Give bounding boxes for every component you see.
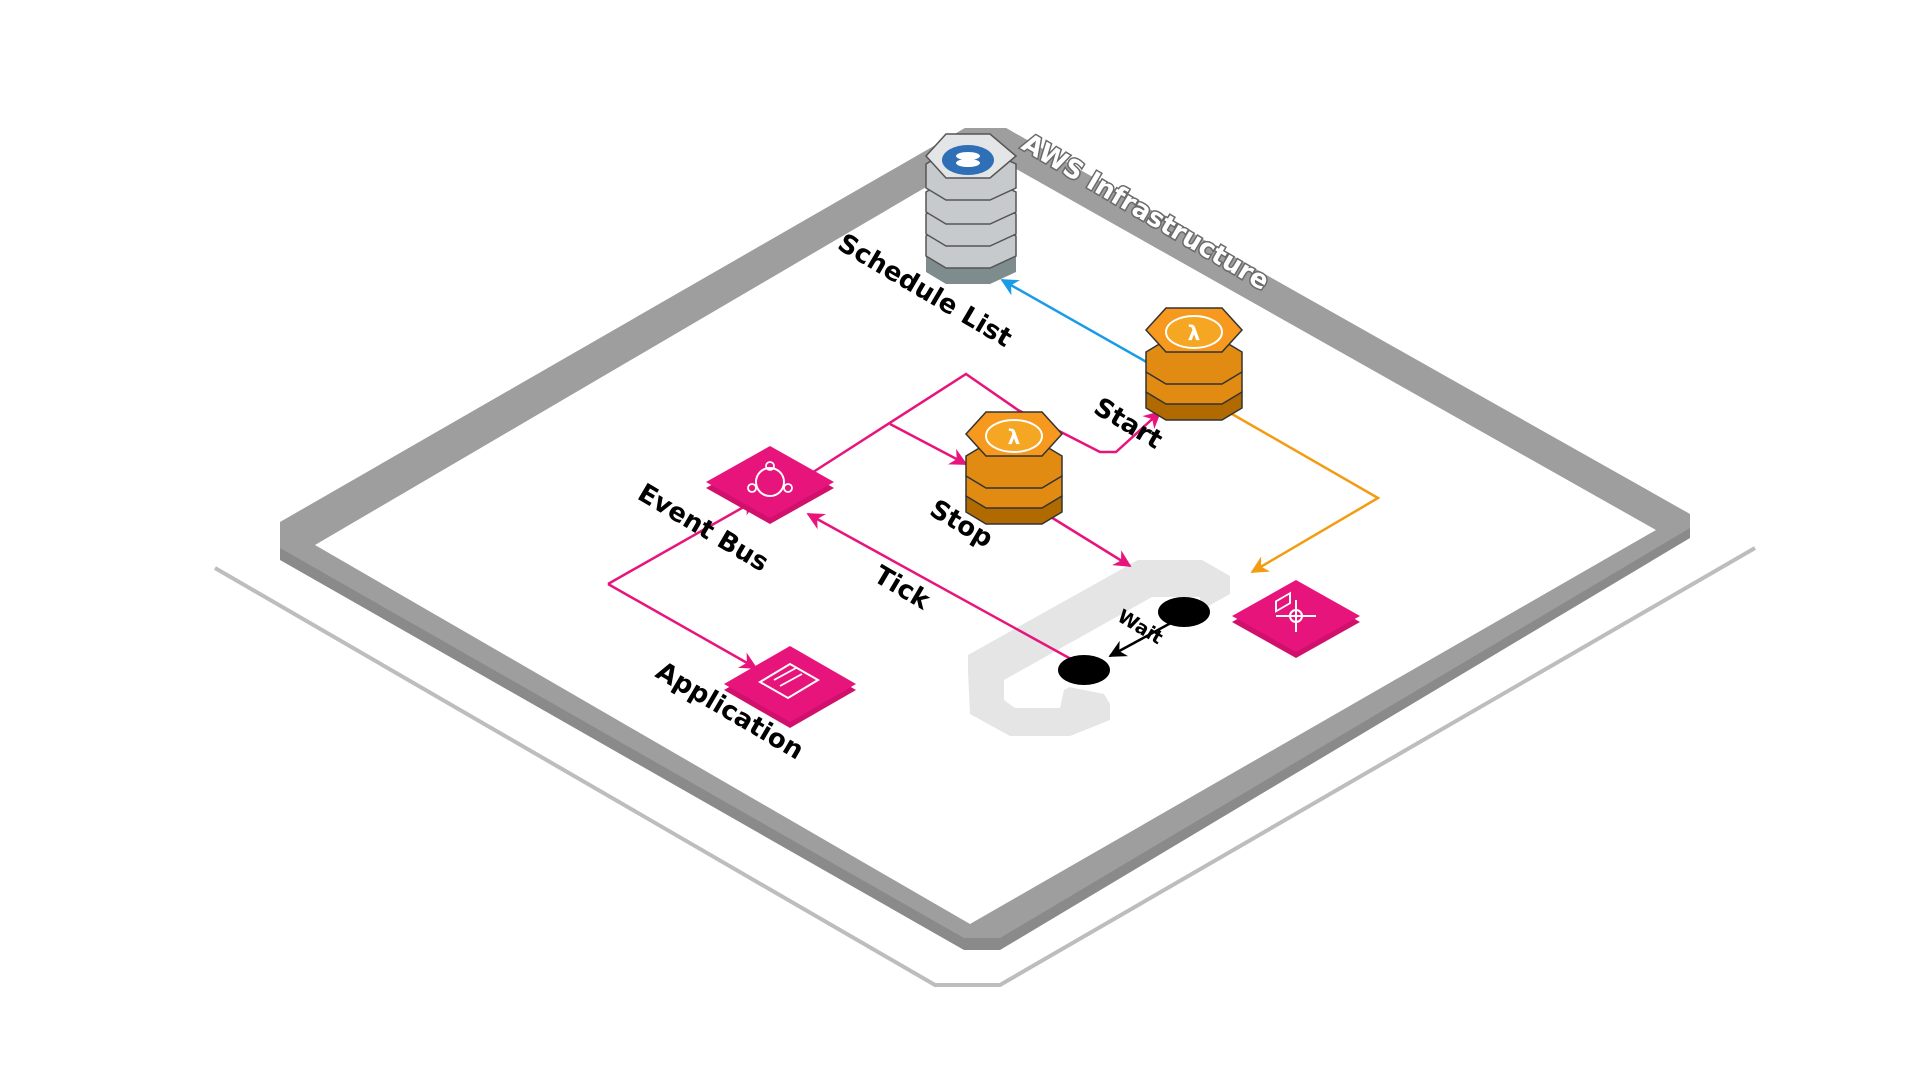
lambda-icon: λ: [1144, 307, 1244, 421]
event-bus-node[interactable]: [706, 446, 834, 524]
svg-text:λ: λ: [1008, 425, 1021, 449]
lambda-icon: λ: [964, 411, 1064, 525]
edge-start-to-schedule-list: [1000, 278, 1151, 366]
edge-tick-to-eventbus: [806, 512, 1081, 666]
app-icon: [724, 646, 856, 728]
state-dot-start: [1158, 597, 1210, 627]
svg-text:λ: λ: [1188, 321, 1201, 345]
stop-lambda-node[interactable]: λ: [964, 411, 1064, 525]
edge-eventbus-to-stop: [889, 422, 968, 466]
start-lambda-node[interactable]: λ: [1144, 307, 1244, 421]
edge-start-to-stepfunction: [1231, 412, 1381, 574]
edge-eventbus-application: [607, 498, 758, 670]
step-functions-icon: [1232, 580, 1360, 658]
step-function-node[interactable]: [1232, 580, 1360, 658]
infrastructure-frame: [280, 128, 1690, 950]
edge-stop-to-stepfunction: [1045, 512, 1132, 568]
application-node[interactable]: [724, 646, 856, 728]
state-dot-end: [1058, 655, 1110, 685]
database-icon: [924, 133, 1018, 284]
edge-wait: [1108, 616, 1181, 658]
base-outline: [213, 546, 1757, 987]
schedule-list-node[interactable]: [924, 133, 1018, 284]
eventbridge-icon: [706, 446, 834, 524]
